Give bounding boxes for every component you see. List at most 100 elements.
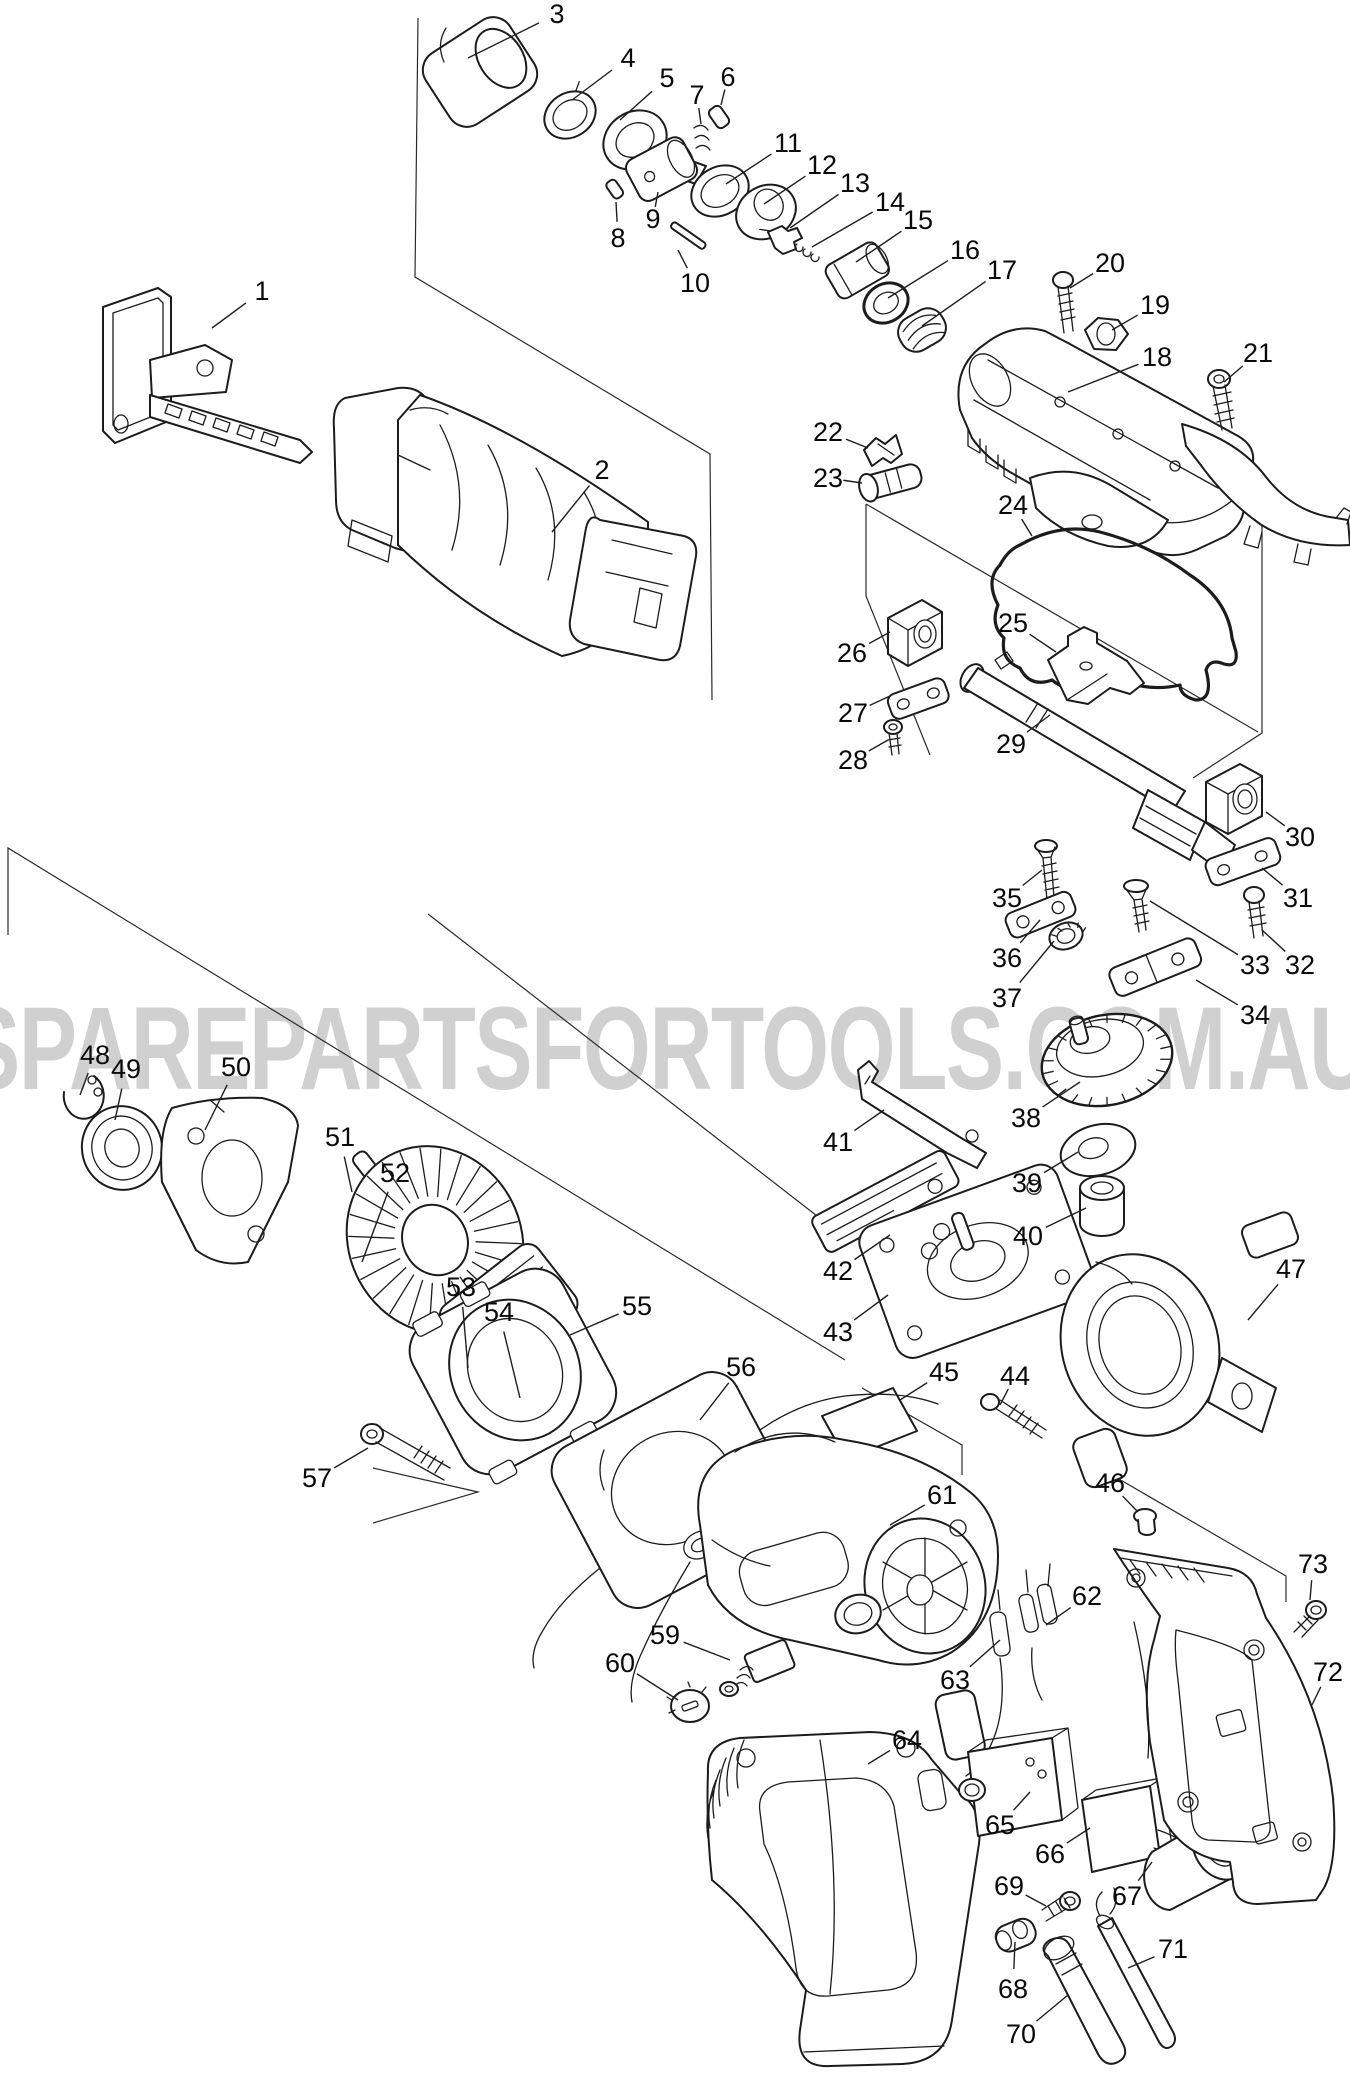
leader-line-20 [1069,273,1094,289]
leader-line-25 [1029,633,1057,653]
leader-line-36 [1019,919,1041,944]
part-65-switch [934,1689,1079,1837]
part-label-70: 70 [1006,2019,1036,2049]
leader-line-42 [854,1234,891,1261]
leader-line-55 [569,1313,619,1336]
leader-line-33 [1149,900,1239,956]
part-35-screw [1034,839,1060,901]
part-40-spacer [1079,1175,1125,1237]
part-label-43: 43 [823,1317,853,1347]
part-label-53: 53 [446,1272,476,1302]
leader-line-72 [1311,1686,1322,1706]
part-18-housing-cover [957,327,1350,566]
part-39-washer [1059,1122,1137,1178]
leader-line-10 [677,249,688,269]
part-label-31: 31 [1283,883,1313,913]
part-label-71: 71 [1158,1934,1188,1964]
leader-line-48 [79,1072,89,1096]
part-61-motor-housing [697,1432,999,1666]
part-label-45: 45 [929,1357,959,1387]
leader-line-24 [1020,518,1033,537]
part-10-pin [670,221,707,250]
part-label-52: 52 [380,1158,410,1188]
part-label-67: 67 [1112,1881,1142,1911]
part-31-plate [1204,837,1282,887]
part-label-19: 19 [1140,290,1170,320]
leader-line-22 [845,438,869,449]
part-label-15: 15 [903,205,933,235]
leader-line-38 [1042,1081,1081,1108]
part-label-32: 32 [1285,950,1315,980]
leader-line-40 [1045,1207,1087,1228]
leader-line-30 [1265,811,1286,827]
part-60-brush-cap [666,1681,710,1723]
part-label-40: 40 [1013,1221,1043,1251]
part-label-48: 48 [80,1040,110,1070]
part-20-screw [1052,271,1076,334]
part-label-17: 17 [987,255,1017,285]
part-label-29: 29 [996,729,1026,759]
leader-line-35 [1022,869,1043,887]
leader-line-9 [654,191,659,207]
leader-line-49 [114,1088,123,1121]
part-label-73: 73 [1298,1549,1328,1579]
part-label-65: 65 [985,1810,1015,1840]
part-label-54: 54 [484,1297,514,1327]
part-label-42: 42 [823,1256,853,1286]
part-3-sleeve [421,16,539,128]
part-34-plate [1108,937,1203,997]
part-label-3: 3 [549,0,564,29]
part-8-pin [605,178,625,200]
part-label-24: 24 [998,490,1028,520]
leader-line-18 [1067,363,1139,393]
leader-line-17 [921,280,987,327]
leader-line-56 [699,1382,730,1421]
part-label-55: 55 [622,1291,652,1321]
leader-line-51 [343,1156,353,1193]
part-36-plate [1004,890,1077,939]
part-21-screw [1207,369,1235,431]
leader-line-47 [1247,1283,1279,1321]
part-57-screw [360,1423,451,1481]
part-38-bevel-gear [1040,1012,1174,1108]
leader-line-69 [1025,1894,1047,1907]
part-label-16: 16 [950,235,980,265]
leader-line-57 [333,1447,369,1469]
part-label-4: 4 [620,43,635,73]
leader-line-12 [763,175,806,205]
part-label-51: 51 [325,1122,355,1152]
leader-line-31 [1261,867,1284,886]
leader-line-52 [361,1191,389,1263]
part-label-30: 30 [1285,822,1315,852]
leader-line-28 [868,739,889,752]
part-1-shoe [102,287,313,464]
part-68-sleeve [994,1917,1037,1953]
leader-line-64 [867,1749,891,1765]
leader-line-6 [720,89,726,106]
part-26-guide-block [887,599,943,667]
leader-line-15 [855,230,902,263]
part-label-64: 64 [892,1725,922,1755]
leader-line-16 [887,259,949,299]
part-label-11: 11 [774,128,802,158]
leader-line-27 [869,695,891,706]
part-label-14: 14 [875,187,905,217]
part-label-20: 20 [1095,248,1125,278]
leader-line-61 [889,1504,926,1526]
part-44-bolt [980,1393,1047,1439]
part-71-cord [1095,1887,1176,2049]
leader-line-43 [853,1294,889,1321]
part-label-25: 25 [998,608,1028,638]
leader-line-21 [1223,365,1244,383]
leader-line-44 [999,1388,1009,1406]
part-59-carbon-brush [719,1639,796,1697]
part-label-8: 8 [610,223,625,253]
part-label-47: 47 [1276,1254,1306,1284]
leader-line-53 [462,1306,469,1369]
part-46-nut [1133,1508,1157,1536]
leader-line-14 [811,211,874,248]
part-label-46: 46 [1095,1468,1125,1498]
part-label-7: 7 [689,80,704,110]
